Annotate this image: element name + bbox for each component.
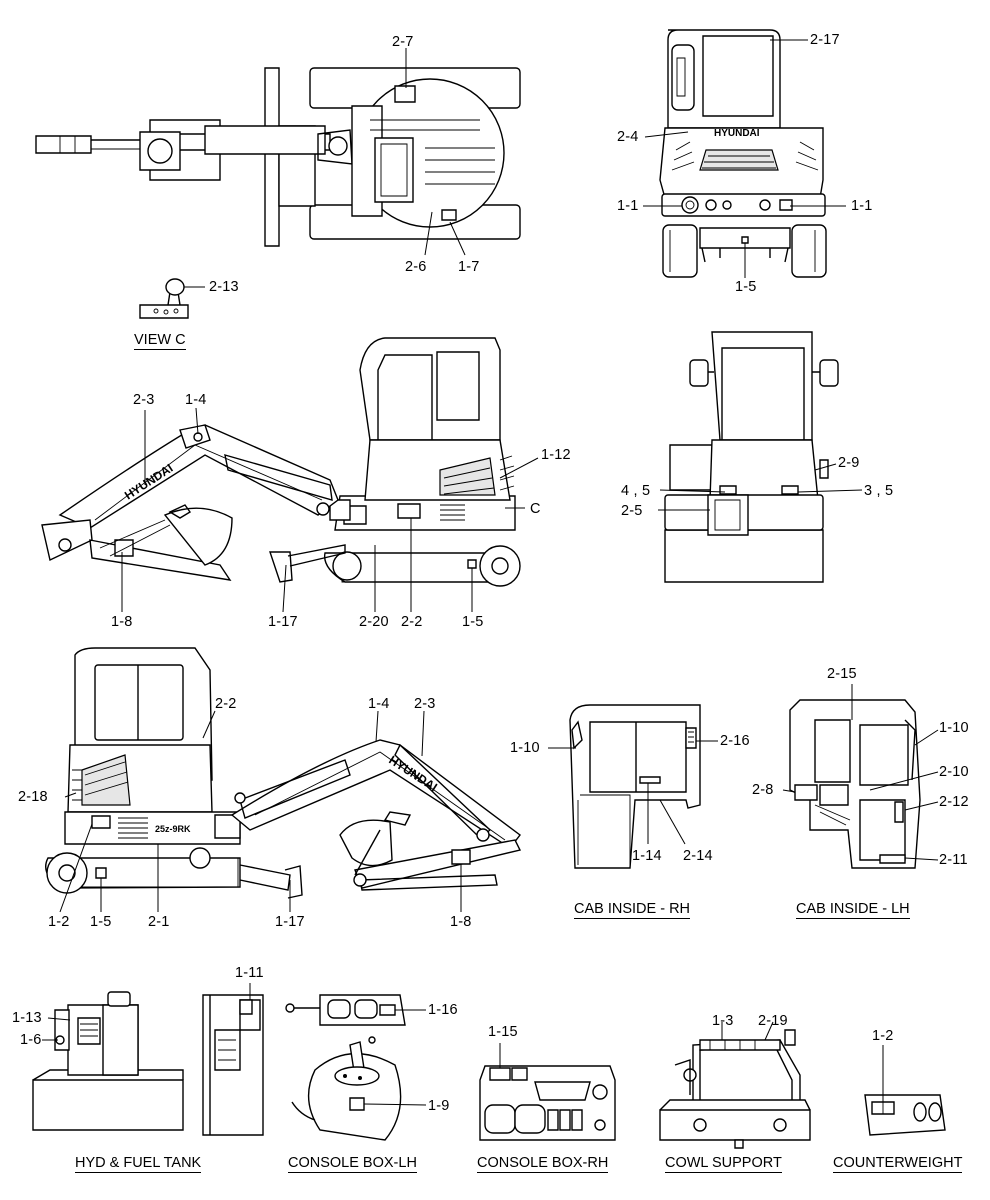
callout-1-15: 1-15: [488, 1024, 518, 1040]
callout-1-3: 1-3: [712, 1013, 734, 1029]
callout-1-5-rear: 1-5: [735, 279, 757, 295]
callout-4-5: 4 , 5: [621, 483, 651, 499]
caption-cab-inside-lh: CAB INSIDE - LH: [796, 901, 910, 919]
rh-side-view: HYUNDAI: [42, 338, 520, 586]
callout-c: C: [530, 501, 541, 517]
view-c-drawing: [140, 279, 188, 318]
callout-1-12: 1-12: [541, 447, 571, 463]
callout-1-4-lhs: 1-4: [368, 696, 390, 712]
callout-1-13: 1-13: [12, 1010, 42, 1026]
cab-inside-rh-drawing: [570, 705, 700, 868]
callout-2-3-lhs: 2-3: [414, 696, 436, 712]
caption-console-box-lh: CONSOLE BOX-LH: [288, 1155, 417, 1173]
callout-1-5-rhs: 1-5: [462, 614, 484, 630]
callout-1-16: 1-16: [428, 1002, 458, 1018]
callout-2-9: 2-9: [838, 455, 860, 471]
caption-cowl-support: COWL SUPPORT: [665, 1155, 782, 1173]
callout-2-15: 2-15: [827, 666, 857, 682]
callout-1-6: 1-6: [20, 1032, 42, 1048]
caption-view-c: VIEW C: [134, 332, 186, 350]
callout-1-4-rhs: 1-4: [185, 392, 207, 408]
callout-2-5: 2-5: [621, 503, 643, 519]
callout-1-17-rhs: 1-17: [268, 614, 298, 630]
callout-2-19: 2-19: [758, 1013, 788, 1029]
callout-2-2-rhs: 2-2: [401, 614, 423, 630]
counterweight-drawing: [865, 1095, 945, 1135]
console-box-rh-drawing: [480, 1066, 615, 1140]
callout-1-11: 1-11: [235, 965, 264, 981]
lh-side-view: 25z-9RK HYUNDAI: [46, 648, 520, 898]
callout-1-9: 1-9: [428, 1098, 450, 1114]
callout-2-8: 2-8: [752, 782, 774, 798]
callout-1-17-lhs: 1-17: [275, 914, 305, 930]
model-badge: 25z-9RK: [155, 824, 191, 834]
callout-1-8-rhs: 1-8: [111, 614, 133, 630]
caption-hyd-fuel-tank: HYD & FUEL TANK: [75, 1155, 202, 1173]
rear-view: HYUNDAI: [660, 30, 826, 277]
callout-1-5-lhs: 1-5: [90, 914, 112, 930]
caption-cab-inside-rh: CAB INSIDE - RH: [574, 901, 691, 919]
callout-3-5: 3 , 5: [864, 483, 894, 499]
callout-2-12: 2-12: [939, 794, 969, 810]
callout-1-1-left: 1-1: [617, 198, 639, 214]
callout-2-4: 2-4: [617, 129, 639, 145]
callout-2-3-rhs: 2-3: [133, 392, 155, 408]
top-view: [36, 68, 520, 246]
callout-2-11: 2-11: [939, 852, 968, 868]
callout-2-7: 2-7: [392, 34, 414, 50]
caption-counterweight: COUNTERWEIGHT: [833, 1155, 963, 1173]
front-view: [665, 332, 838, 582]
callout-1-2-lhs: 1-2: [48, 914, 70, 930]
callout-2-10: 2-10: [939, 764, 969, 780]
callout-1-7: 1-7: [458, 259, 480, 275]
callout-2-6: 2-6: [405, 259, 427, 275]
callout-1-10-rh: 1-10: [510, 740, 540, 756]
callout-2-17: 2-17: [810, 32, 840, 48]
brand-lettering: HYUNDAI: [714, 128, 760, 139]
console-box-lh-drawing: [286, 995, 405, 1140]
callout-2-1: 2-1: [148, 914, 170, 930]
callout-1-8-lhs: 1-8: [450, 914, 472, 930]
callout-1-10-lh: 1-10: [939, 720, 969, 736]
callout-2-14: 2-14: [683, 848, 713, 864]
callout-2-2-lhs: 2-2: [215, 696, 237, 712]
callout-1-14: 1-14: [632, 848, 662, 864]
callout-2-13: 2-13: [209, 279, 239, 295]
callout-2-18: 2-18: [18, 789, 48, 805]
callout-2-20: 2-20: [359, 614, 389, 630]
hyd-fuel-tank-drawing: [33, 992, 263, 1135]
callout-2-16: 2-16: [720, 733, 750, 749]
callout-1-1-right: 1-1: [851, 198, 873, 214]
caption-console-box-rh: CONSOLE BOX-RH: [477, 1155, 609, 1173]
callout-1-2-cw: 1-2: [872, 1028, 894, 1044]
cowl-support-drawing: [660, 1030, 810, 1148]
leader-lines: [42, 40, 938, 1105]
cab-inside-lh-drawing: [790, 700, 920, 868]
